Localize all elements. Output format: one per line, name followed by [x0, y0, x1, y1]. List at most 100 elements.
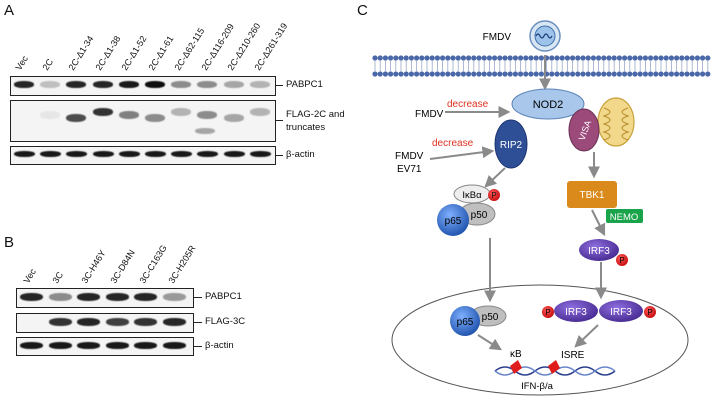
panel-b-band-actin-5: [162, 342, 186, 349]
phospho-ikba-label: P: [491, 191, 496, 200]
decrease-label-1: decrease: [447, 99, 489, 110]
panel-a-label-actin: β-actin: [286, 149, 315, 160]
irf3-node-nuclear-1: [554, 300, 598, 322]
phospho-ikba-icon: [488, 189, 500, 201]
panel-a-label-pabpc1: PABPC1: [286, 79, 323, 90]
panel-a-label-tick-1: [276, 85, 283, 86]
arrow-rip2-ikba: [484, 167, 506, 188]
irf3-label-nuclear-2: IRF3: [610, 307, 632, 318]
panel-a-blot-actin: [10, 146, 276, 165]
phospho-irf3-left-icon: [542, 306, 554, 318]
panel-a-band-actin-4: [118, 151, 140, 157]
nemo-node: [606, 209, 643, 223]
visa-node: [568, 108, 600, 152]
panel-a-label-flag2c-2: truncates: [286, 122, 326, 133]
panel-b-band-pabpc1-5: [162, 293, 186, 301]
panel-c-letter: C: [357, 2, 368, 19]
fmdv-left-label: FMDV: [415, 109, 444, 120]
nod2-node: [511, 88, 585, 120]
panel-a-band-flag-extra: [195, 128, 215, 134]
panel-a-band-pabpc1-5: [145, 81, 165, 88]
panel-a-band-flag-7: [197, 111, 218, 119]
panel-b-band-actin-1: [48, 342, 72, 349]
panel-b-blot-actin: [16, 337, 194, 356]
panel-a-band-pabpc1-7: [197, 81, 218, 88]
arrow-tbk1-irf3: [591, 209, 606, 237]
nod2-label: NOD2: [533, 99, 564, 111]
phospho-irf3-top-icon: [616, 254, 628, 266]
panel-a-band-flag-1: [40, 111, 61, 119]
panel-a-letter: A: [4, 2, 15, 19]
panel-a-band-pabpc1-9: [249, 81, 270, 88]
fmdv-ev71-label-2: EV71: [397, 164, 422, 175]
arrow-fmdv-rip2: [429, 146, 495, 160]
panel-b-letter: B: [4, 234, 15, 251]
panel-a-band-actin-6: [171, 151, 193, 157]
nucleus: [391, 284, 689, 396]
panel-a-band-actin-5: [145, 151, 166, 157]
rip2-node: [494, 119, 528, 169]
panel-b-band-flag-4: [134, 318, 157, 326]
panel-a-band-flag-2: [66, 114, 87, 122]
nemo-label: NEMO: [610, 212, 639, 223]
panel-a-band-pabpc1-0: [14, 81, 34, 88]
panel-b-band-pabpc1-4: [134, 293, 157, 301]
panel-a-band-actin-9: [249, 151, 271, 157]
cell-membrane: [372, 55, 711, 77]
panel-a-band-pabpc1-2: [66, 81, 87, 88]
isre-label: ISRE: [561, 350, 585, 361]
panel-b-band-actin-0: [20, 342, 43, 349]
dna-helix-icon: [494, 360, 616, 376]
fmdv-top-label: FMDV: [483, 32, 512, 43]
panel-a-label-tick-2: [276, 120, 283, 121]
fmdv-virus-icon: [529, 20, 561, 52]
mitochondrion-icon: [597, 97, 635, 147]
phospho-irf3-top-label: P: [619, 256, 624, 265]
panel-b-band-flag-2: [77, 318, 100, 326]
panel-a-band-pabpc1-3: [92, 81, 113, 88]
panel-a-band-actin-2: [66, 151, 88, 157]
panel-a-band-flag-3: [92, 108, 113, 116]
panel-b-label-tick-1: [194, 297, 202, 298]
panel-a-band-flag-9: [249, 108, 270, 116]
kb-label: κB: [510, 349, 522, 360]
irf3-node-nuclear-2: [599, 300, 643, 322]
panel-a-band-flag-4: [118, 111, 139, 119]
panel-b-label-flag3c: FLAG-3C: [205, 316, 246, 327]
p65-label-top: p65: [445, 216, 462, 227]
tbk1-node: [567, 181, 617, 208]
panel-a-band-pabpc1-1: [40, 81, 61, 88]
ifn-label: IFN-β/a: [521, 381, 554, 392]
panel-a-label-tick-3: [276, 155, 283, 156]
panel-a-band-flag-6: [171, 108, 192, 116]
p65-label-nuclear: p65: [457, 317, 474, 328]
phospho-irf3-right-icon: [644, 306, 656, 318]
panel-b-label-actin: β-actin: [205, 340, 234, 351]
panel-a-band-pabpc1-6: [171, 81, 192, 88]
irf3-node-top: [579, 239, 619, 261]
panel-b-band-flag-1: [48, 318, 72, 326]
phospho-irf3-right-label: P: [647, 308, 652, 317]
panel-b-band-actin-4: [134, 342, 157, 349]
p65-node-top: [437, 204, 469, 236]
panel-a-band-pabpc1-8: [223, 81, 244, 88]
panel-a-band-pabpc1-4: [118, 81, 139, 88]
rip2-label: RIP2: [500, 140, 523, 151]
panel-a-band-actin-8: [223, 151, 245, 157]
panel-a-band-flag-8: [223, 114, 244, 122]
panel-b-band-pabpc1-1: [48, 293, 72, 301]
ikba-label: IκBα: [462, 190, 482, 201]
p50-label-nuclear: p50: [482, 312, 499, 323]
panel-b-band-flag-5: [162, 318, 186, 326]
arrow-irf3-isre: [574, 324, 599, 348]
panel-a-band-actin-0: [14, 151, 35, 157]
p50-label-top: p50: [471, 210, 488, 221]
panel-b-band-actin-2: [77, 342, 100, 349]
panel-b-band-actin-3: [105, 342, 129, 349]
decrease-label-2: decrease: [432, 138, 474, 149]
panel-b-label-pabpc1: PABPC1: [205, 291, 242, 302]
panel-a-band-actin-7: [197, 151, 219, 157]
panel-a-band-actin-1: [40, 151, 62, 157]
panel-b-label-tick-3: [194, 346, 202, 347]
